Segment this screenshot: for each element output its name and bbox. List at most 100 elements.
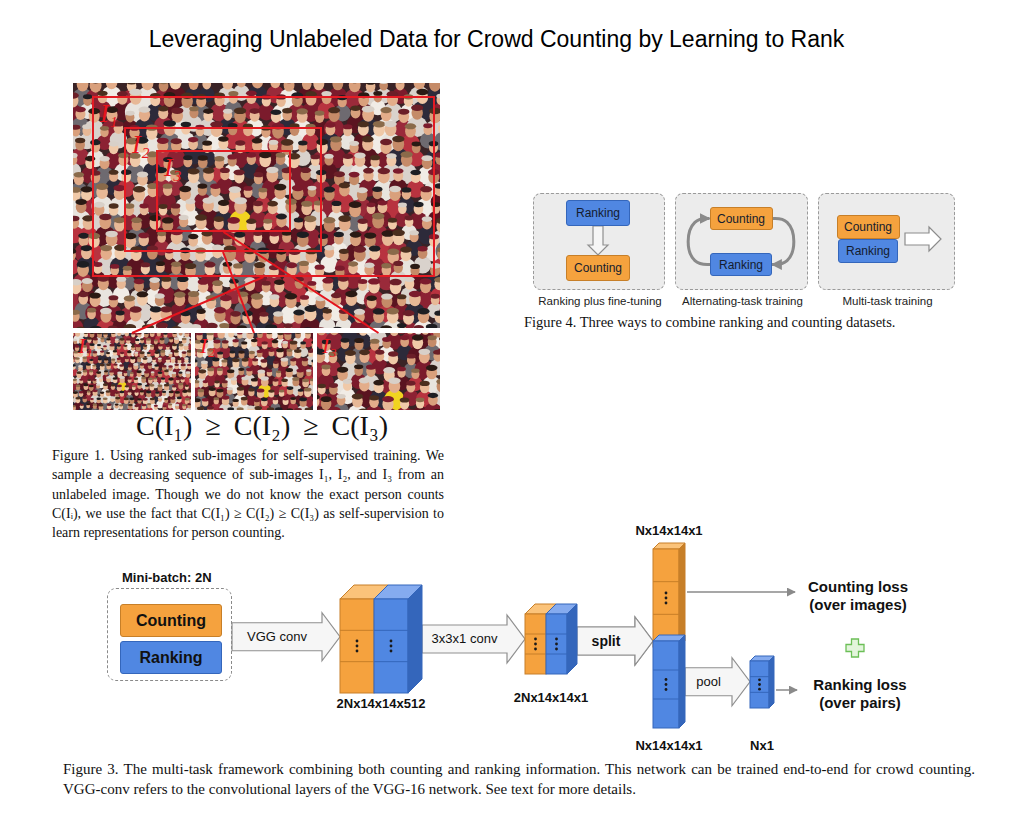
tensor-block: 2Nx14x14x1 bbox=[525, 604, 577, 674]
ellipsis-dot bbox=[534, 648, 537, 651]
tensor-block: Nx1 bbox=[750, 656, 774, 708]
scheme-panel: Multi-task trainingCountingRanking bbox=[818, 193, 955, 290]
panel-ground bbox=[533, 193, 665, 290]
task-label: Counting bbox=[574, 261, 622, 275]
text-holder: Counting loss (over images) bbox=[798, 578, 918, 614]
connector bbox=[224, 232, 379, 333]
arrow-label: VGG conv bbox=[245, 629, 309, 645]
tensor-block: Nx14x14x1 bbox=[653, 635, 685, 728]
task-box: Ranking bbox=[120, 641, 222, 674]
ellipsis-dot bbox=[665, 592, 668, 595]
ellipsis-dot bbox=[356, 645, 359, 648]
text-holder: Ranking loss (over pairs) bbox=[800, 676, 920, 712]
cell-line bbox=[340, 630, 374, 631]
ellipsis-dot bbox=[390, 640, 393, 643]
panel-ground bbox=[675, 193, 808, 290]
ellipsis-dot bbox=[555, 638, 558, 641]
cell-line bbox=[374, 661, 408, 662]
ellipsis-dot bbox=[758, 678, 761, 681]
task-label: Counting bbox=[717, 212, 765, 226]
block-arrow bbox=[685, 658, 750, 706]
ellipsis-dot bbox=[665, 602, 668, 605]
ellipsis-dot bbox=[555, 648, 558, 651]
crowd-photo bbox=[73, 83, 440, 328]
loss-arrow bbox=[776, 689, 797, 691]
block-face bbox=[653, 549, 679, 647]
figure-caption: Figure 4. Three ways to combine ranking … bbox=[524, 313, 964, 331]
loss-label: Ranking loss (over pairs) bbox=[800, 676, 920, 712]
sub-image-label: I₂ bbox=[200, 335, 308, 357]
arrow-label: pool bbox=[694, 674, 723, 690]
block-face bbox=[750, 661, 769, 708]
ellipsis-dot bbox=[356, 640, 359, 643]
block-side bbox=[408, 585, 422, 693]
ellipsis-dot bbox=[555, 643, 558, 646]
block-face bbox=[340, 599, 374, 693]
scheme-panel: Ranking plus fine-tuningRankingCounting bbox=[533, 193, 665, 290]
cell-line bbox=[653, 670, 679, 671]
tensor-size: Nx14x14x1 bbox=[613, 523, 725, 539]
arrow-label-holder: pool bbox=[694, 674, 723, 690]
block-face bbox=[374, 599, 408, 693]
cell-line bbox=[546, 634, 567, 635]
block-arrow bbox=[232, 613, 340, 661]
cell-line bbox=[653, 699, 679, 700]
sub-image-label: I₁ bbox=[78, 335, 186, 357]
text-holder: C(I₁) ≥ C(I₂) ≥ C(I₃) bbox=[52, 411, 472, 442]
task-label: Counting bbox=[136, 612, 206, 630]
block-side bbox=[679, 543, 685, 647]
ellipsis-dot bbox=[390, 645, 393, 648]
output-arrow bbox=[905, 227, 941, 251]
tensor-block: 2Nx14x14x512 bbox=[340, 585, 422, 693]
figure-caption: Figure 3. The multi-task framework combi… bbox=[63, 759, 975, 799]
block-face bbox=[546, 614, 567, 674]
block-arrow bbox=[577, 617, 653, 665]
arrow-label: split bbox=[590, 633, 623, 649]
tensor-drawing bbox=[340, 585, 422, 693]
panel-label: Multi-task training bbox=[789, 294, 986, 308]
task-label: Ranking bbox=[846, 244, 890, 258]
block-face bbox=[525, 614, 546, 674]
cell-line bbox=[546, 654, 567, 655]
sub-image-label: I₂ bbox=[132, 132, 314, 158]
task-box: Ranking bbox=[710, 253, 772, 276]
sub-image-crop: I₂ bbox=[195, 333, 313, 410]
ellipsis-dot bbox=[665, 688, 668, 691]
task-label: Counting bbox=[844, 220, 892, 234]
block-side bbox=[567, 604, 577, 674]
ellipsis-dot bbox=[534, 638, 537, 641]
tensor-size: 2Nx14x14x1 bbox=[485, 690, 617, 706]
tensor-drawing bbox=[653, 543, 685, 647]
loss-label: Counting loss (over images) bbox=[798, 578, 918, 614]
sub-image-box: I₃ bbox=[156, 150, 291, 232]
cell-line bbox=[750, 692, 769, 693]
plus-sign bbox=[846, 639, 864, 657]
ellipsis-dot bbox=[665, 678, 668, 681]
text-holder: Leveraging Unlabeled Data for Crowd Coun… bbox=[0, 26, 993, 53]
connector bbox=[223, 252, 254, 333]
block-arrow bbox=[422, 615, 525, 663]
arrow-label-holder: split bbox=[590, 633, 623, 649]
ellipsis-dot bbox=[758, 688, 761, 691]
panel-label: Alternating-task training bbox=[646, 294, 839, 308]
block-arrow bbox=[588, 226, 608, 255]
loss-arrow bbox=[687, 591, 795, 593]
tensor-drawing bbox=[750, 656, 774, 708]
sub-image-crop: I₁ bbox=[73, 333, 191, 410]
cell-line bbox=[653, 581, 679, 582]
title: Leveraging Unlabeled Data for Crowd Coun… bbox=[0, 26, 993, 53]
block-side bbox=[679, 635, 685, 728]
tensor-size: Nx14x14x1 bbox=[613, 738, 725, 754]
connector bbox=[688, 219, 710, 265]
cell-line bbox=[525, 654, 546, 655]
tensor-drawing bbox=[653, 635, 685, 728]
figure-caption: Figure 1. Using ranked sub-images for se… bbox=[52, 446, 444, 542]
task-box: Counting bbox=[120, 604, 222, 637]
sub-image-crop: I₃ bbox=[317, 333, 440, 410]
ellipsis-dot bbox=[665, 683, 668, 686]
sub-image-label: I₃ bbox=[164, 155, 283, 181]
scheme-panel: Alternating-task trainingCountingRanking bbox=[675, 193, 808, 290]
cell-line bbox=[750, 676, 769, 677]
